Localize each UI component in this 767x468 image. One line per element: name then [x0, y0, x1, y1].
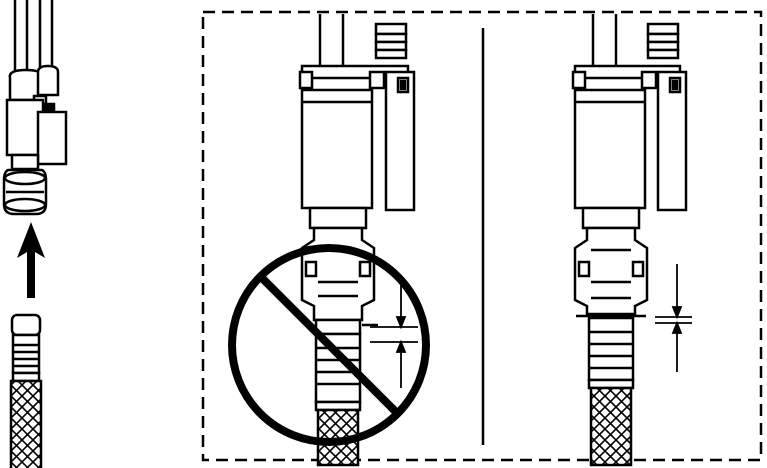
prohibited-icon — [228, 244, 430, 446]
step-insert-hose — [2, 0, 68, 468]
detail-frame — [201, 10, 763, 462]
hose-insert — [587, 316, 635, 467]
collet-fully-seated — [573, 226, 649, 318]
collet-partially-seated — [300, 226, 378, 336]
incorrect-connection-panel — [228, 14, 430, 467]
supply-tubes — [13, 0, 54, 80]
insert-arrow-icon — [17, 222, 45, 298]
valve-body — [571, 14, 688, 230]
quick-connect-fitting — [2, 64, 68, 216]
braided-hose — [9, 313, 43, 468]
correct-connection-panel — [571, 14, 692, 467]
valve-body — [298, 14, 416, 230]
gap-dimension — [655, 264, 692, 372]
gap-dimension — [370, 283, 418, 388]
